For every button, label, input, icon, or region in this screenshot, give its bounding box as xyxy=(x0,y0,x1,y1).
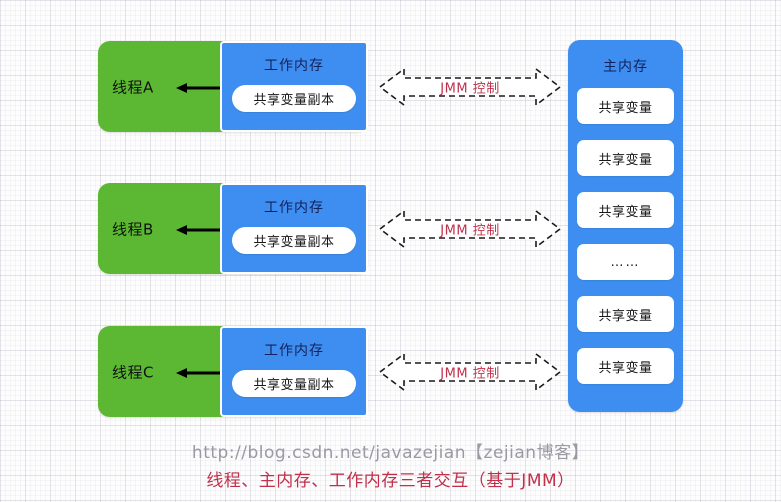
shared-variable-ellipsis: …… xyxy=(577,244,674,280)
shared-variable-item: 共享变量 xyxy=(577,140,674,176)
shared-variable-copy-a: 共享变量副本 xyxy=(232,85,356,112)
working-memory-title-b: 工作内存 xyxy=(264,200,324,216)
jmm-control-arrow-b: JMM 控制 xyxy=(378,206,562,252)
working-memory-title-c: 工作内存 xyxy=(264,343,324,359)
main-memory-title: 主内存 xyxy=(603,59,648,75)
shared-variable-copy-c: 共享变量副本 xyxy=(232,370,356,397)
thread-label-b: 线程B xyxy=(112,220,154,238)
shared-variable-list: 共享变量 共享变量 共享变量 …… 共享变量 共享变量 xyxy=(577,88,674,384)
watermark-text: http://blog.csdn.net/javazejian【zejian博客… xyxy=(191,443,590,463)
working-memory-a: 工作内存 共享变量副本 xyxy=(220,41,368,132)
shared-variable-item: 共享变量 xyxy=(577,88,674,124)
shared-variable-item: 共享变量 xyxy=(577,348,674,384)
working-memory-c: 工作内存 共享变量副本 xyxy=(220,326,368,417)
jmm-control-arrow-a: JMM 控制 xyxy=(378,64,562,110)
jmm-control-arrow-c: JMM 控制 xyxy=(378,349,562,395)
shared-variable-copy-b: 共享变量副本 xyxy=(232,227,356,254)
thread-label-c: 线程C xyxy=(112,363,154,381)
thread-block-c: 线程C 工作内存 共享变量副本 xyxy=(98,326,368,417)
main-memory-block: 主内存 共享变量 共享变量 共享变量 …… 共享变量 共享变量 xyxy=(568,40,683,412)
thread-block-a: 线程A 工作内存 共享变量副本 xyxy=(98,41,368,132)
figure-caption: 线程、主内存、工作内存三者交互（基于JMM） xyxy=(206,471,575,491)
thread-block-b: 线程B 工作内存 共享变量副本 xyxy=(98,183,368,274)
shared-variable-item: 共享变量 xyxy=(577,192,674,228)
working-memory-b: 工作内存 共享变量副本 xyxy=(220,183,368,274)
working-memory-title-a: 工作内存 xyxy=(264,58,324,74)
thread-label-a: 线程A xyxy=(112,78,154,96)
shared-variable-item: 共享变量 xyxy=(577,296,674,332)
